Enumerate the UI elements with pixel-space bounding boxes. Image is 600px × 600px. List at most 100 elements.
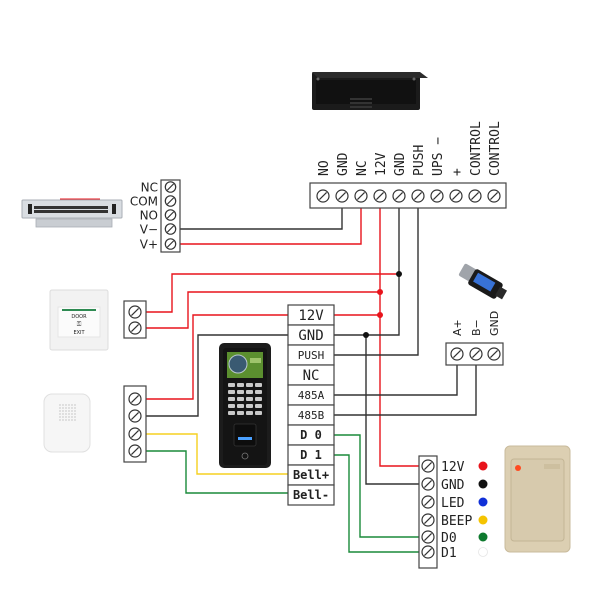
psu-terminal-label: GND — [336, 152, 351, 176]
screw-terminal — [128, 427, 142, 441]
screw-terminal — [354, 189, 368, 203]
screw-terminal — [430, 189, 444, 203]
key-icon: ⚿ — [77, 321, 82, 328]
controller-terminal-label: PUSH — [298, 349, 325, 362]
wire-bell-gnd — [146, 334, 288, 417]
wire-color-indicator — [478, 532, 488, 542]
exit-button-terminal-block — [123, 300, 147, 339]
psu-terminal-label: NC — [355, 160, 370, 176]
junctions — [363, 271, 402, 338]
controller-terminal-label: 485B — [298, 409, 325, 422]
controller-terminal-label: 12V — [298, 308, 324, 324]
screw-terminal — [487, 347, 501, 361]
screw-terminal — [128, 444, 142, 458]
lock-terminal-label: NC — [141, 181, 158, 195]
screw-terminal — [421, 530, 435, 544]
controller-terminal-label: 485A — [298, 389, 325, 402]
controller-terminal-label: D 1 — [300, 448, 322, 462]
screw-terminal — [421, 545, 435, 559]
reader-terminal-label: 12V — [441, 460, 465, 475]
controller-terminal-label: Bell- — [293, 488, 329, 502]
screw-terminal — [468, 189, 482, 203]
rs485-terminal-label: A+ — [451, 319, 464, 336]
reader-terminal-label: GND — [441, 478, 465, 493]
magnetic-lock-image — [21, 198, 123, 228]
wire-color-indicator — [478, 479, 488, 489]
lock-terminal-label: COM — [130, 195, 158, 209]
reader-terminal-label: D1 — [441, 546, 457, 561]
wire-color-indicator — [478, 515, 488, 525]
wire-12v-main — [379, 208, 421, 467]
wire-color-indicator — [478, 497, 488, 507]
screw-terminal — [421, 459, 435, 473]
junction-dot — [396, 271, 402, 277]
junction-dot — [377, 312, 383, 318]
wire-exit-2 — [146, 291, 380, 329]
controller-terminal-label: Bell+ — [293, 468, 329, 482]
screw-terminal — [411, 189, 425, 203]
exit-button-exit-label: EXIT — [73, 330, 85, 336]
rs485-converter-image — [458, 263, 508, 300]
screw-terminal — [421, 477, 435, 491]
reader-terminal-label: D0 — [441, 531, 457, 546]
screw-terminal — [450, 347, 464, 361]
wire-d0 — [334, 434, 421, 538]
lock-terminal-label: NO — [140, 209, 158, 223]
screw-terminal — [128, 392, 142, 406]
controller-terminal-label: D 0 — [300, 428, 322, 442]
screw-terminal — [421, 513, 435, 527]
screw-terminal — [316, 189, 330, 203]
reader-terminal-label: BEEP — [441, 514, 472, 529]
wire-gnd-main — [334, 208, 400, 336]
screw-terminal — [335, 189, 349, 203]
screw-terminal — [164, 238, 177, 250]
doorbell-terminal-block — [123, 385, 147, 463]
wire-485b — [334, 365, 477, 416]
wire-color-indicator — [478, 547, 488, 557]
exit-button-image: DOOR ⚿ EXIT — [49, 289, 109, 351]
controller-terminal-cell — [287, 484, 335, 506]
doorbell-image — [43, 393, 91, 453]
psu-terminal-label: 12V — [374, 152, 389, 176]
screw-terminal — [164, 209, 177, 221]
controller-image — [219, 343, 271, 468]
psu-terminal-label: GND — [393, 152, 408, 176]
psu-terminal-label: NO — [317, 160, 332, 176]
screw-terminal — [164, 181, 177, 193]
psu-terminal-label: UPS − — [431, 137, 446, 176]
screw-terminal — [164, 223, 177, 235]
psu-terminal-label: PUSH — [412, 145, 427, 176]
psu-terminal-label: CONTROL — [469, 121, 484, 176]
lock-terminal-label: V+ — [140, 238, 158, 252]
screw-terminal — [128, 321, 142, 335]
junction-dot — [377, 289, 383, 295]
wire-push — [334, 208, 419, 356]
wire-lock-v-minus — [180, 208, 343, 230]
rs485-terminal-block: A+ B− GND — [445, 311, 504, 366]
controller-terminal-label: NC — [303, 368, 320, 384]
power-supply-image — [312, 72, 428, 110]
controller-terminal-label: GND — [298, 328, 323, 344]
screw-terminal — [421, 495, 435, 509]
rs485-terminal-label: B− — [470, 319, 483, 336]
exit-button-door-label: DOOR — [71, 314, 87, 320]
rs485-terminal-label: GND — [488, 311, 501, 336]
reader-terminal-label: LED — [441, 496, 465, 511]
junction-dot — [363, 332, 369, 338]
screw-terminal — [392, 189, 406, 203]
screw-terminal — [373, 189, 387, 203]
screw-terminal — [128, 305, 142, 319]
wire-bell-plus — [146, 433, 288, 475]
screw-terminal — [128, 409, 142, 423]
lock-terminal-label: V− — [140, 223, 158, 237]
screw-terminal — [469, 347, 483, 361]
psu-terminal-label: + — [450, 168, 465, 176]
wire-bell-power — [146, 314, 288, 400]
psu-terminal-label: CONTROL — [488, 121, 503, 176]
screw-terminal — [449, 189, 463, 203]
card-reader-image — [504, 445, 571, 553]
wire-bell-minus — [146, 450, 288, 494]
wire-485a — [334, 365, 458, 396]
wire-d1 — [334, 454, 421, 553]
